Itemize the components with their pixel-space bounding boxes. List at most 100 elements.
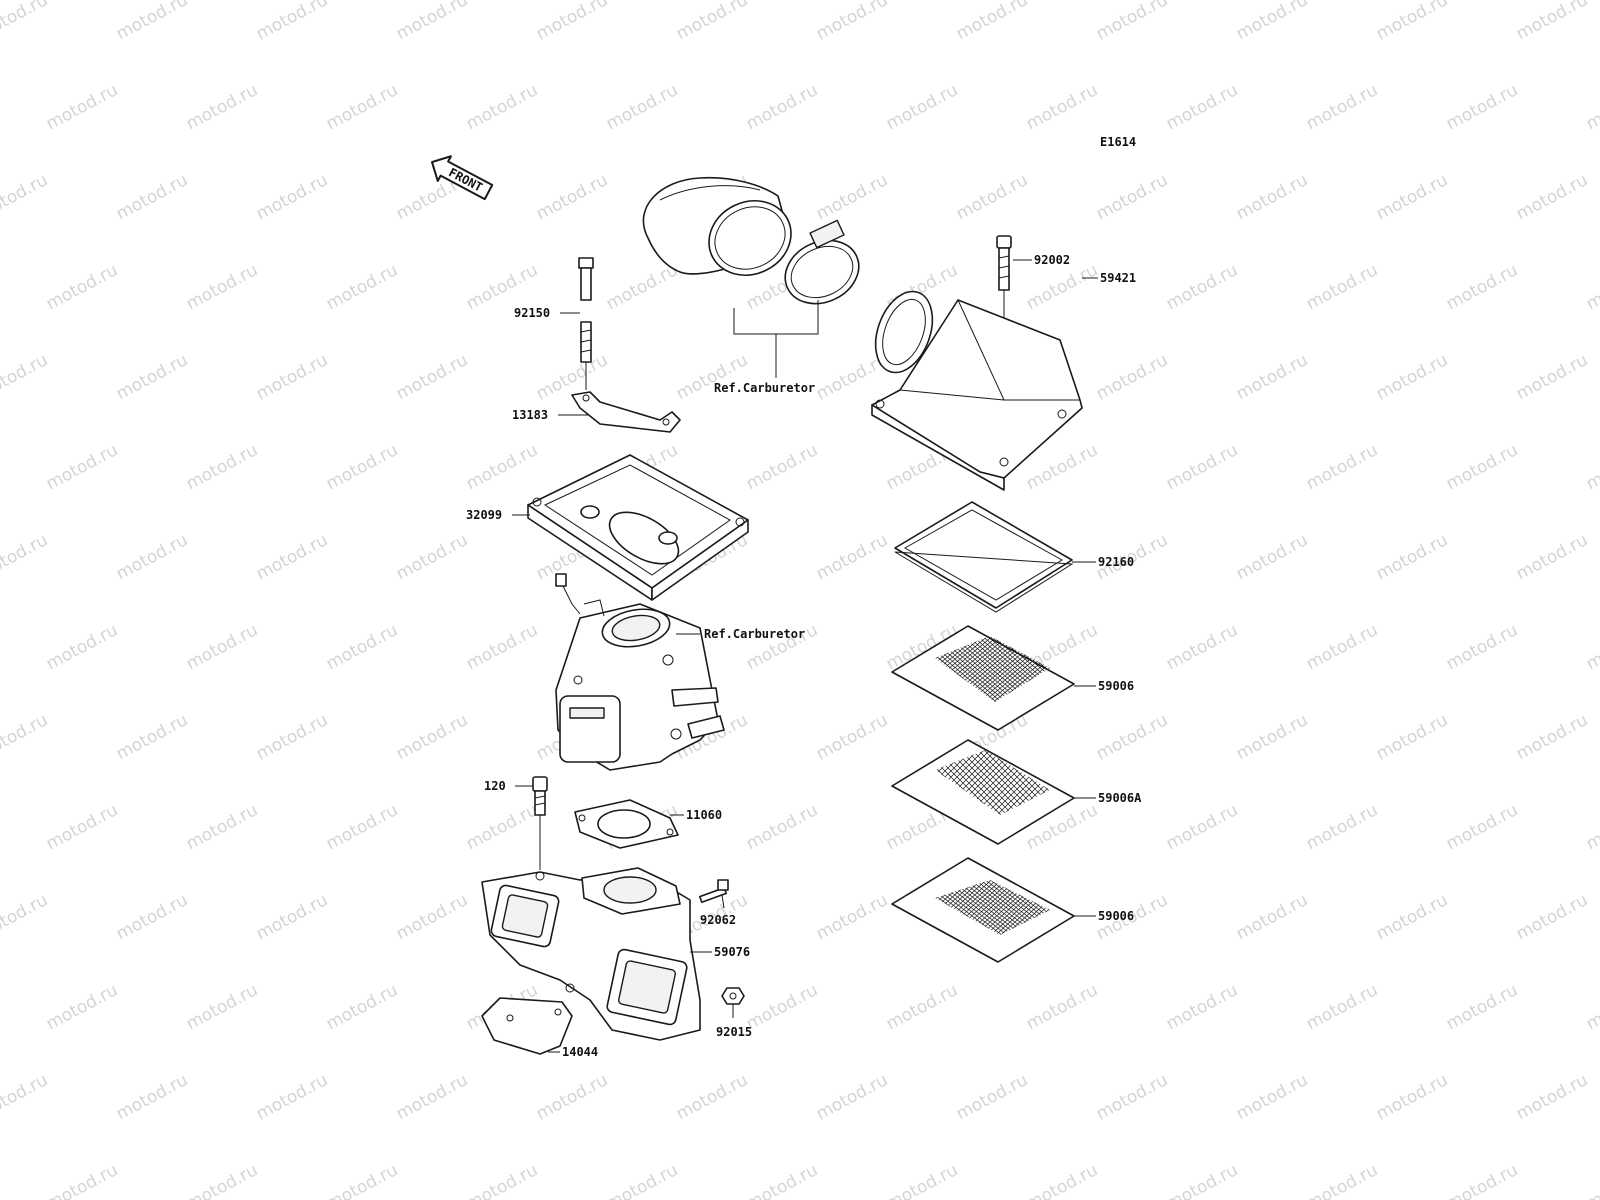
watermark-text: motod.ru <box>1163 440 1241 494</box>
mesh-line <box>1080 630 1176 710</box>
watermark-text: motod.ru <box>743 980 821 1034</box>
label-59006-bottom: 59006 <box>1098 909 1134 923</box>
watermark-text: motod.ru <box>1583 1160 1600 1200</box>
watermark-text: motod.ru <box>1303 980 1381 1034</box>
watermark-text: motod.ru <box>1303 260 1381 314</box>
label-11060: 11060 <box>686 808 722 822</box>
watermark-text: motod.ru <box>113 1070 191 1124</box>
gasket-92160 <box>894 501 1074 613</box>
label-92015: 92015 <box>716 1025 752 1039</box>
label-32099: 32099 <box>466 508 502 522</box>
mesh-line <box>935 636 1001 702</box>
label-13183: 13183 <box>512 408 548 422</box>
mesh-line <box>974 880 1050 935</box>
mesh-line <box>1105 630 1201 710</box>
watermark-text: motod.ru <box>463 1160 541 1200</box>
watermark-text: motod.ru <box>183 440 261 494</box>
nut-92015 <box>721 987 745 1005</box>
watermark-text: motod.ru <box>463 620 541 674</box>
watermark-text: motod.ru <box>1443 80 1521 134</box>
watermark-text: motod.ru <box>1233 350 1311 404</box>
watermark-text: motod.ru <box>393 530 471 584</box>
screen-59006A <box>891 739 1208 845</box>
watermark-text: motod.ru <box>1163 80 1241 134</box>
watermark-text: motod.ru <box>1303 620 1381 674</box>
watermark-text: motod.ru <box>253 710 331 764</box>
label-92160: 92160 <box>1098 555 1134 569</box>
watermark-text: motod.ru <box>393 710 471 764</box>
label-59006A: 59006A <box>1098 791 1142 805</box>
mesh-line <box>973 636 1050 702</box>
watermark-text: motod.ru <box>0 170 51 224</box>
label-59421: 59421 <box>1100 271 1136 285</box>
watermark-text: motod.ru <box>1513 170 1591 224</box>
watermark-text: motod.ru <box>323 980 401 1034</box>
mesh-line <box>935 880 996 935</box>
watermark-text: motod.ru <box>1443 440 1521 494</box>
watermark-text: motod.ru <box>1163 800 1241 854</box>
watermark-text: motod.ru <box>1233 890 1311 944</box>
mesh-line <box>935 636 1006 702</box>
watermark-text: motod.ru <box>603 260 681 314</box>
watermark-text: motod.ru <box>953 170 1031 224</box>
watermark-text: motod.ru <box>813 1070 891 1124</box>
label-59006-top: 59006 <box>1098 679 1134 693</box>
watermark-text: motod.ru <box>1583 260 1600 314</box>
watermark-text: motod.ru <box>603 1160 681 1200</box>
watermark-text: motod.ru <box>1233 710 1311 764</box>
mesh-line <box>1128 744 1208 824</box>
watermark-text: motod.ru <box>1093 710 1171 764</box>
mesh-line <box>969 636 1050 702</box>
watermark-text: motod.ru <box>743 800 821 854</box>
watermark-text: motod.ru <box>463 80 541 134</box>
mesh-line <box>935 636 1016 702</box>
watermark-text: motod.ru <box>673 1070 751 1124</box>
front-arrow-icon: FRONT <box>430 155 494 201</box>
watermark-text: motod.ru <box>1583 800 1600 854</box>
watermark-text: motod.ru <box>1303 1160 1381 1200</box>
mesh-line <box>804 630 900 710</box>
watermark-text: motod.ru <box>43 260 121 314</box>
watermark-text: motod.ru <box>1303 800 1381 854</box>
watermark-text: motod.ru <box>393 350 471 404</box>
watermark-text: motod.ru <box>393 890 471 944</box>
flame-arrester-base-32099 <box>527 454 749 601</box>
watermark-text: motod.ru <box>323 620 401 674</box>
watermark-text: motod.ru <box>43 80 121 134</box>
bolt-92150 <box>578 257 594 363</box>
watermark-text: motod.ru <box>1303 440 1381 494</box>
watermark-text: motod.ru <box>113 890 191 944</box>
watermark-text: motod.ru <box>1163 1160 1241 1200</box>
watermark-text: motod.ru <box>533 170 611 224</box>
watermark-text: motod.ru <box>883 1160 961 1200</box>
watermark-text: motod.ru <box>1443 980 1521 1034</box>
watermark-text: motod.ru <box>1373 1070 1451 1124</box>
mesh-line <box>935 750 997 815</box>
label-carb-ref: Ref.Carburetor <box>704 627 805 641</box>
cover-59421 <box>871 290 1083 491</box>
watermark-text: motod.ru <box>43 980 121 1034</box>
watermark-text: motod.ru <box>323 1160 401 1200</box>
watermark-text: motod.ru <box>1023 1160 1101 1200</box>
watermark-text: motod.ru <box>323 260 401 314</box>
watermark-text: motod.ru <box>393 0 471 44</box>
watermark-text: motod.ru <box>673 0 751 44</box>
watermark-text: motod.ru <box>43 1160 121 1200</box>
stud-92062 <box>698 879 729 909</box>
hose-clamp <box>784 219 860 305</box>
label-14044: 14044 <box>562 1045 598 1059</box>
mesh-line <box>979 880 1050 935</box>
mesh-line <box>992 880 1050 935</box>
watermark-text: motod.ru <box>1093 0 1171 44</box>
watermark-text: motod.ru <box>113 350 191 404</box>
watermark-text: motod.ru <box>1303 80 1381 134</box>
watermark-text: motod.ru <box>253 170 331 224</box>
watermark-text: motod.ru <box>253 0 331 44</box>
watermark-text: motod.ru <box>813 170 891 224</box>
watermark-text: motod.ru <box>0 1070 51 1124</box>
label-120: 120 <box>484 779 506 793</box>
watermark-text: motod.ru <box>1443 1160 1521 1200</box>
mesh-line <box>1100 630 1196 710</box>
bolt-92002 <box>996 235 1012 291</box>
